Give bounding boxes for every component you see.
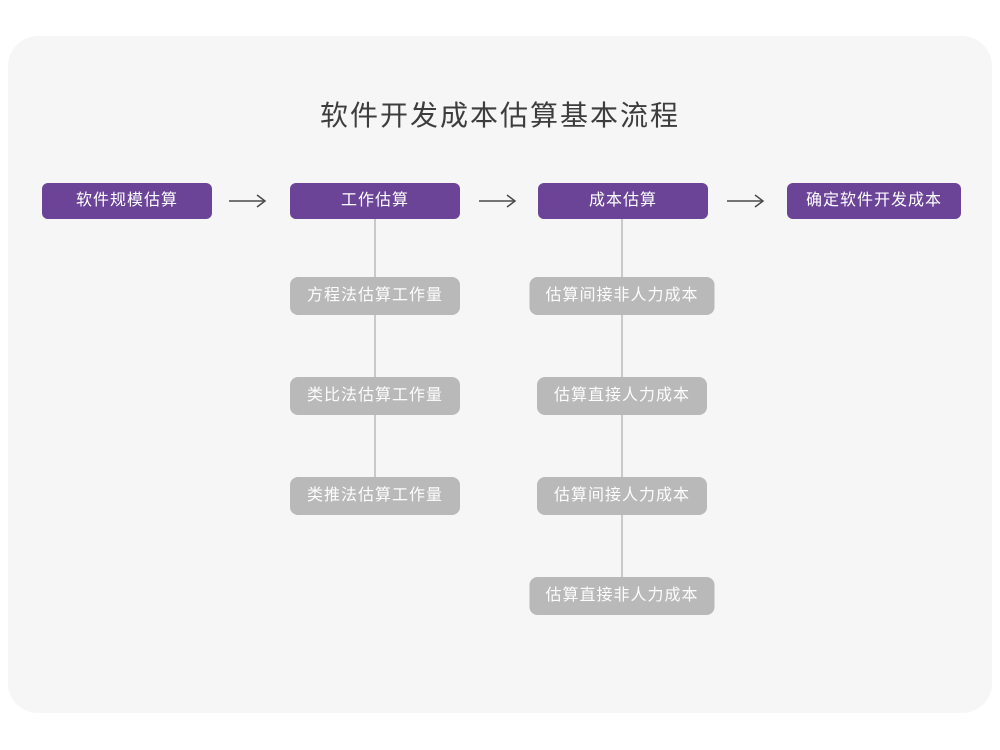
right-arrow-icon [727,194,765,208]
flowchart-card: 软件开发成本估算基本流程 软件规模估算 工作估算 成本估算 确定软件开发成本 方… [8,36,992,713]
flow-step-determine-software-dev-cost: 确定软件开发成本 [787,183,961,219]
right-arrow-icon [479,194,517,208]
right-arrow-icon [229,194,267,208]
work-method-extrapolation: 类推法估算工作量 [290,477,460,515]
work-method-analogy: 类比法估算工作量 [290,377,460,415]
flow-step-cost-estimation: 成本估算 [538,183,708,219]
cost-item-indirect-labor: 估算间接人力成本 [537,477,707,515]
cost-item-direct-non-labor: 估算直接非人力成本 [529,577,715,615]
diagram-title: 软件开发成本估算基本流程 [319,100,680,131]
flow-step-software-scale-estimation: 软件规模估算 [42,183,212,219]
cost-item-indirect-non-labor: 估算间接非人力成本 [529,277,715,315]
work-column-connector-line [374,219,376,481]
cost-item-direct-labor: 估算直接人力成本 [537,377,707,415]
work-method-equation: 方程法估算工作量 [290,277,460,315]
flow-step-work-estimation: 工作估算 [290,183,460,219]
